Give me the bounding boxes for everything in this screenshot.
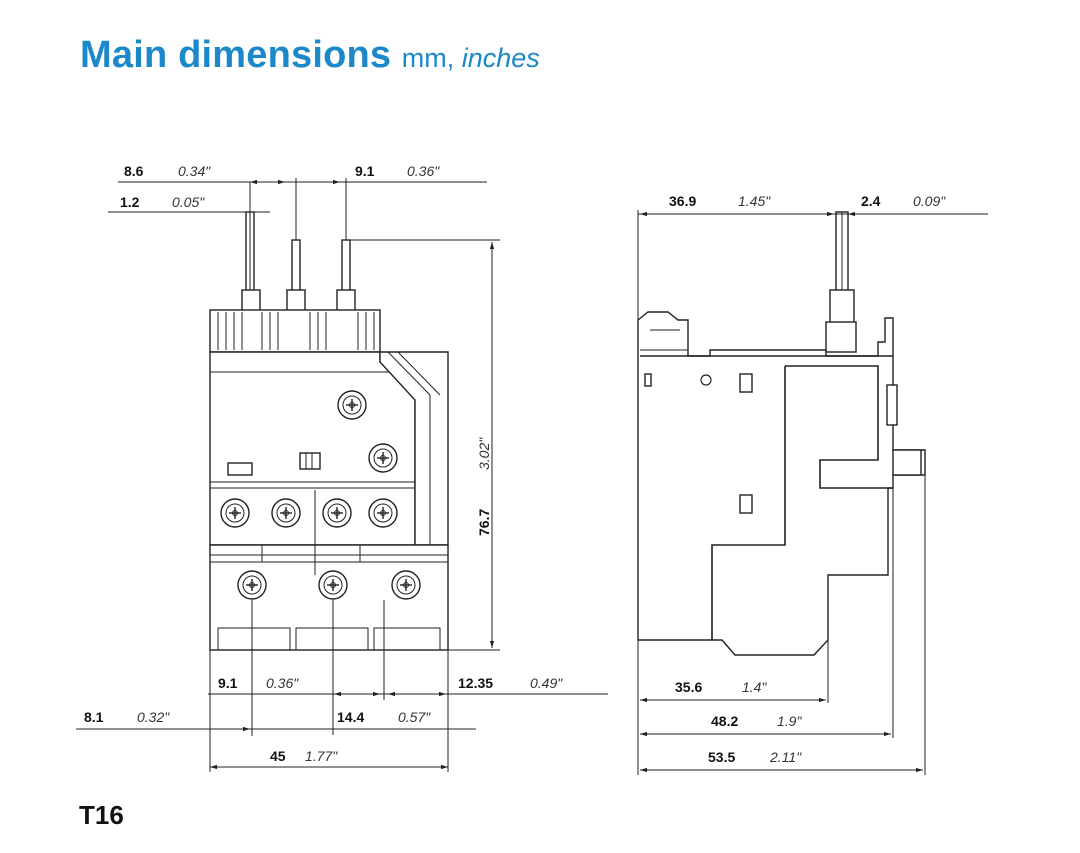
- title-units: mm, inches: [402, 43, 540, 73]
- dim-side-depth-3-mm: 53.5: [708, 749, 735, 765]
- front-view: 8.6 0.34" 9.1 0.36" 1.2 0.05" 3.02" 76.7…: [76, 163, 608, 772]
- dim-height-in: 3.02": [476, 437, 492, 470]
- dim-pin-width-in: 0.05": [172, 194, 205, 210]
- side-view: 36.9 1.45" 2.4 0.09" 35.6 1.4" 48.2 1.9"…: [637, 193, 988, 775]
- dim-side-depth-2-in: 1.9": [777, 713, 802, 729]
- dim-top-right-pitch-mm: 9.1: [355, 163, 375, 179]
- dim-side-top-offset-mm: 36.9: [669, 193, 696, 209]
- dim-bottom-right-offset-mm: 12.35: [458, 675, 493, 691]
- front-adjust-screw: [368, 443, 398, 473]
- title-units-inches: inches: [461, 43, 540, 73]
- dim-side-top-offset-in: 1.45": [738, 193, 771, 209]
- dim-bottom-left-pitch-in: 0.36": [266, 675, 299, 691]
- dim-bottom-left-pitch-mm: 9.1: [218, 675, 238, 691]
- dim-overall-width-in: 1.77": [305, 748, 338, 764]
- dim-side-depth-1-mm: 35.6: [675, 679, 702, 695]
- dim-side-depth-2-mm: 48.2: [711, 713, 738, 729]
- title-main: Main dimensions: [80, 34, 392, 76]
- model-label: T16: [79, 800, 124, 830]
- side-pin: [825, 211, 857, 353]
- dim-bottom-center-pitch-in: 0.57": [398, 709, 431, 725]
- dim-bottom-center-pitch-mm: 14.4: [337, 709, 364, 725]
- dim-bottom-left-offset-in: 0.32": [137, 709, 170, 725]
- front-dimension-lines: [76, 178, 608, 772]
- front-ribbed-top: [209, 309, 381, 353]
- front-top-screw: [337, 390, 367, 420]
- dim-side-pin-width-in: 0.09": [913, 193, 946, 209]
- dim-overall-width-mm: 45: [270, 748, 286, 764]
- dim-top-left-pitch-mm: 8.6: [124, 163, 144, 179]
- dim-side-depth-3-in: 2.11": [769, 749, 802, 765]
- side-dimension-lines: [637, 210, 988, 775]
- side-housing: [637, 311, 926, 656]
- page-title: Main dimensions mm, inches: [80, 34, 540, 77]
- dim-top-left-pitch-in: 0.34": [178, 163, 211, 179]
- dim-top-right-pitch-in: 0.36": [407, 163, 440, 179]
- front-pins: [241, 211, 356, 315]
- dim-pin-width-mm: 1.2: [120, 194, 140, 210]
- dim-height-mm: 76.7: [476, 509, 492, 536]
- dim-side-pin-width-mm: 2.4: [861, 193, 881, 209]
- dim-side-depth-1-in: 1.4": [742, 679, 767, 695]
- dim-bottom-left-offset-mm: 8.1: [84, 709, 104, 725]
- dim-bottom-right-offset-in: 0.49": [530, 675, 563, 691]
- title-units-mm: mm,: [401, 43, 455, 73]
